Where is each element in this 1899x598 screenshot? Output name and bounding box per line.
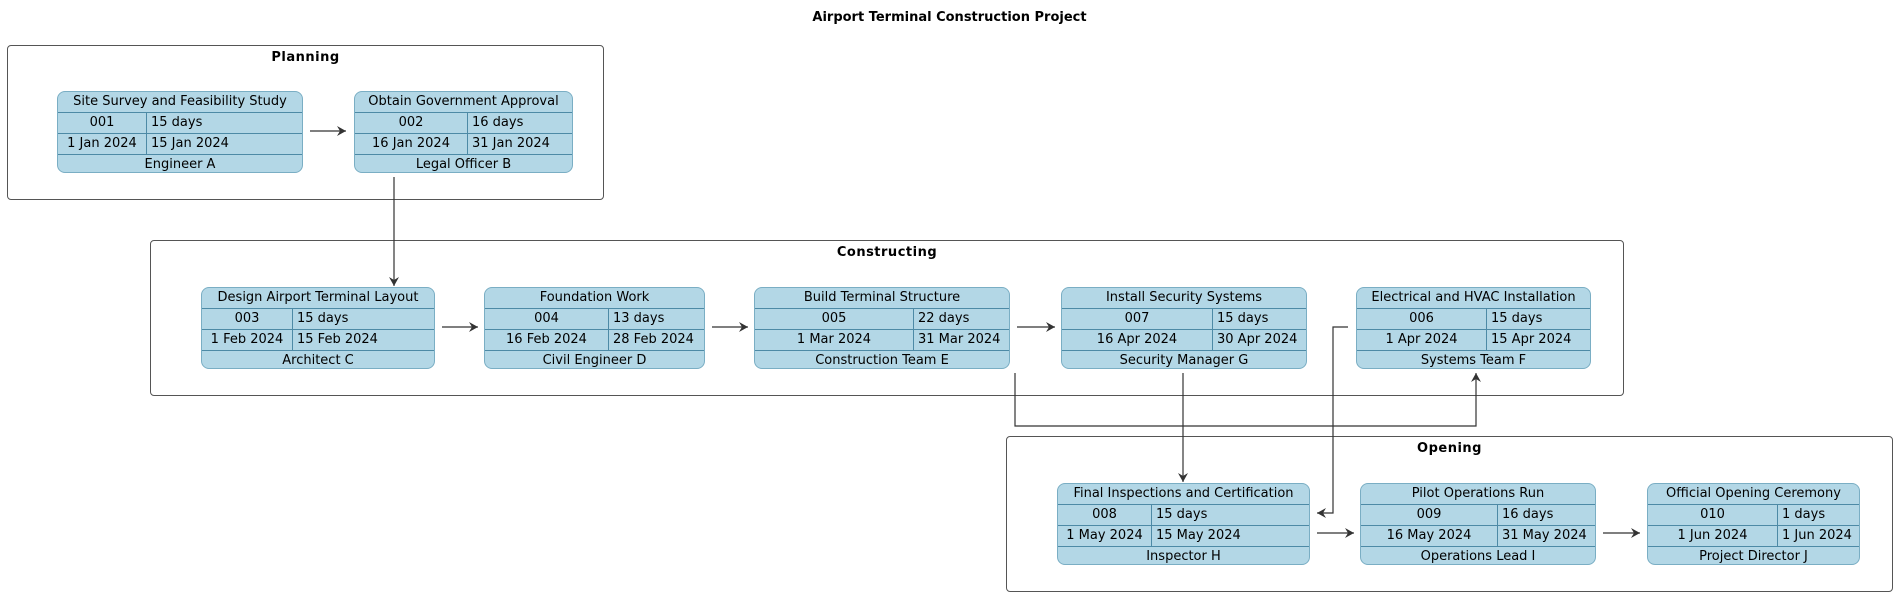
task-node-009[interactable]: Pilot Operations Run 009 16 days 16 May 2… — [1360, 483, 1596, 565]
task-duration: 13 days — [613, 311, 665, 326]
task-owner: Operations Lead I — [1420, 549, 1536, 564]
arrow-006-to-008 — [1317, 326, 1348, 518]
task-end: 15 Feb 2024 — [297, 332, 378, 347]
task-node-010[interactable]: Official Opening Ceremony 010 1 days 1 Ju… — [1647, 483, 1860, 565]
task-end: 31 Mar 2024 — [918, 332, 1001, 347]
task-duration: 15 days — [1491, 311, 1543, 326]
arrow-005-to-006 — [1014, 373, 1481, 427]
group-opening: Opening — [1006, 436, 1893, 592]
task-node-006[interactable]: Electrical and HVAC Installation 006 15 d… — [1356, 287, 1591, 369]
group-title: Planning — [271, 50, 340, 65]
task-owner: Inspector H — [1146, 549, 1221, 564]
task-end: 28 Feb 2024 — [613, 332, 694, 347]
task-owner: Legal Officer B — [415, 157, 512, 172]
task-owner: Architect C — [282, 353, 354, 368]
task-node-007[interactable]: Install Security Systems 007 15 days 16 A… — [1061, 287, 1307, 369]
task-end: 31 May 2024 — [1502, 528, 1587, 543]
task-start: 1 Feb 2024 — [202, 330, 293, 350]
task-id: 006 — [1357, 309, 1487, 329]
task-id: 007 — [1062, 309, 1213, 329]
task-end: 30 Apr 2024 — [1217, 332, 1298, 347]
task-id: 008 — [1058, 505, 1152, 525]
task-duration: 15 days — [1156, 507, 1208, 522]
task-duration: 16 days — [1502, 507, 1554, 522]
task-name: Foundation Work — [539, 290, 650, 305]
task-id: 002 — [355, 113, 468, 133]
task-node-002[interactable]: Obtain Government Approval 002 16 days 16… — [354, 91, 573, 173]
task-id: 004 — [485, 309, 609, 329]
group-title: Constructing — [836, 245, 938, 260]
task-name: Build Terminal Structure — [803, 290, 961, 305]
task-name: Pilot Operations Run — [1411, 486, 1545, 501]
task-node-005[interactable]: Build Terminal Structure 005 22 days 1 Ma… — [754, 287, 1010, 369]
task-name: Obtain Government Approval — [368, 94, 559, 109]
task-start: 1 Jan 2024 — [58, 134, 147, 154]
task-start: 1 Apr 2024 — [1357, 330, 1487, 350]
task-start: 1 Jun 2024 — [1648, 526, 1778, 546]
task-start: 16 Apr 2024 — [1062, 330, 1213, 350]
task-name: Final Inspections and Certification — [1073, 486, 1294, 501]
task-node-001[interactable]: Site Survey and Feasibility Study 001 15 … — [57, 91, 303, 173]
task-id: 003 — [202, 309, 293, 329]
task-name: Design Airport Terminal Layout — [217, 290, 419, 305]
task-owner: Systems Team F — [1420, 353, 1527, 368]
group-planning: Planning — [7, 45, 604, 200]
task-owner: Engineer A — [144, 157, 216, 172]
task-end: 15 Apr 2024 — [1491, 332, 1572, 347]
task-end: 15 Jan 2024 — [151, 136, 229, 151]
task-duration: 15 days — [151, 115, 203, 130]
task-start: 16 Jan 2024 — [355, 134, 468, 154]
task-start: 1 May 2024 — [1058, 526, 1152, 546]
task-owner: Construction Team E — [815, 353, 949, 368]
task-duration: 1 days — [1782, 507, 1826, 522]
task-start: 16 Feb 2024 — [485, 330, 609, 350]
task-name: Electrical and HVAC Installation — [1371, 290, 1576, 305]
task-duration: 22 days — [918, 311, 970, 326]
task-duration: 15 days — [1217, 311, 1269, 326]
task-node-004[interactable]: Foundation Work 004 13 days 16 Feb 2024 28… — [484, 287, 705, 369]
task-start: 1 Mar 2024 — [755, 330, 914, 350]
task-duration: 16 days — [472, 115, 524, 130]
task-owner: Civil Engineer D — [542, 353, 647, 368]
group-constructing: Constructing — [150, 240, 1624, 396]
task-duration: 15 days — [297, 311, 349, 326]
task-end: 15 May 2024 — [1156, 528, 1241, 543]
task-end: 1 Jun 2024 — [1782, 528, 1852, 543]
task-owner: Project Director J — [1699, 549, 1808, 564]
group-title: Opening — [1417, 441, 1482, 456]
task-id: 001 — [58, 113, 147, 133]
task-id: 010 — [1648, 505, 1778, 525]
task-id: 005 — [755, 309, 914, 329]
task-owner: Security Manager G — [1119, 353, 1249, 368]
task-end: 31 Jan 2024 — [472, 136, 550, 151]
task-name: Install Security Systems — [1105, 290, 1263, 305]
task-id: 009 — [1361, 505, 1498, 525]
task-name: Site Survey and Feasibility Study — [73, 94, 287, 109]
task-start: 16 May 2024 — [1361, 526, 1498, 546]
diagram-title: Airport Terminal Construction Project — [812, 10, 1087, 25]
task-name: Official Opening Ceremony — [1666, 486, 1841, 501]
task-node-003[interactable]: Design Airport Terminal Layout 003 15 day… — [201, 287, 435, 369]
